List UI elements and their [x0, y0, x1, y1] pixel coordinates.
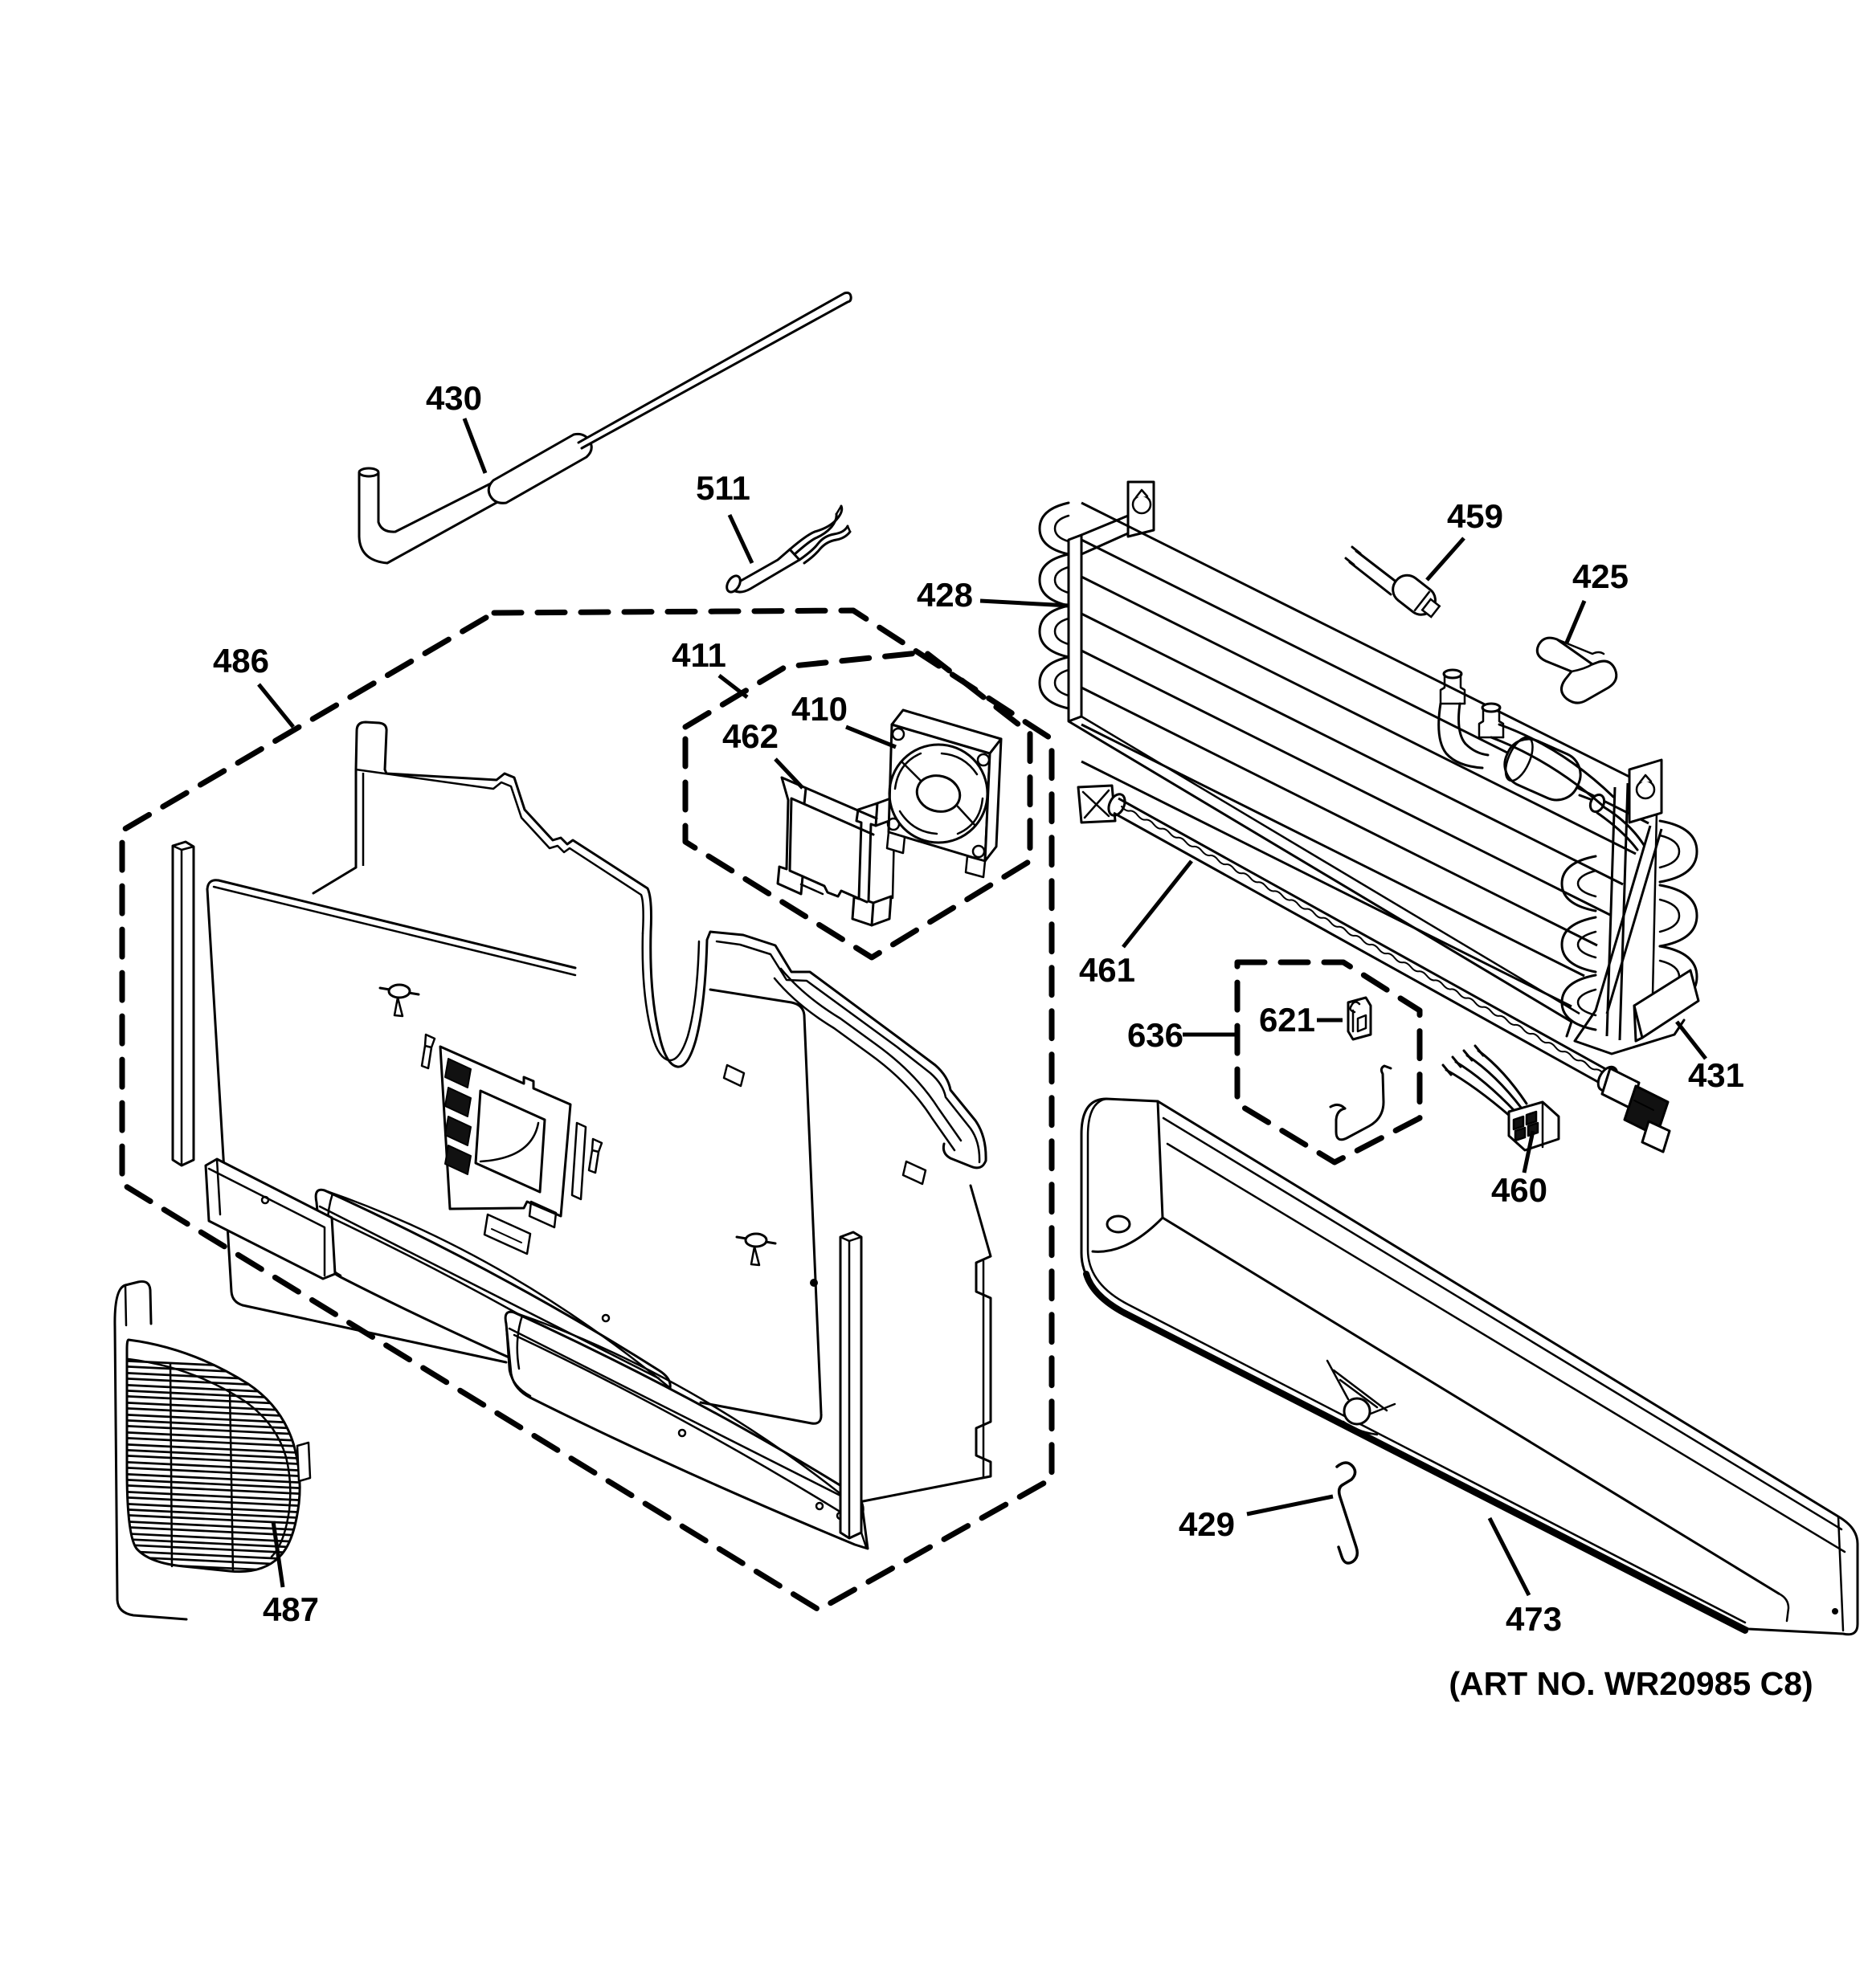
svg-text:511: 511 — [696, 469, 750, 507]
svg-text:459: 459 — [1447, 497, 1503, 535]
svg-text:486: 486 — [213, 642, 269, 680]
svg-text:(ART NO. WR20985 C8): (ART NO. WR20985 C8) — [1449, 1665, 1813, 1702]
svg-text:429: 429 — [1179, 1505, 1235, 1543]
svg-text:431: 431 — [1688, 1056, 1744, 1094]
svg-text:410: 410 — [791, 690, 848, 728]
svg-text:425: 425 — [1572, 557, 1629, 595]
svg-text:487: 487 — [263, 1590, 319, 1628]
svg-text:462: 462 — [722, 717, 779, 755]
svg-text:411: 411 — [672, 636, 726, 674]
svg-text:636: 636 — [1127, 1016, 1183, 1054]
svg-text:460: 460 — [1491, 1171, 1547, 1209]
svg-text:621: 621 — [1259, 1001, 1315, 1039]
svg-text:461: 461 — [1079, 951, 1135, 989]
svg-text:430: 430 — [426, 379, 482, 417]
svg-text:473: 473 — [1506, 1600, 1562, 1638]
svg-text:428: 428 — [917, 576, 973, 614]
